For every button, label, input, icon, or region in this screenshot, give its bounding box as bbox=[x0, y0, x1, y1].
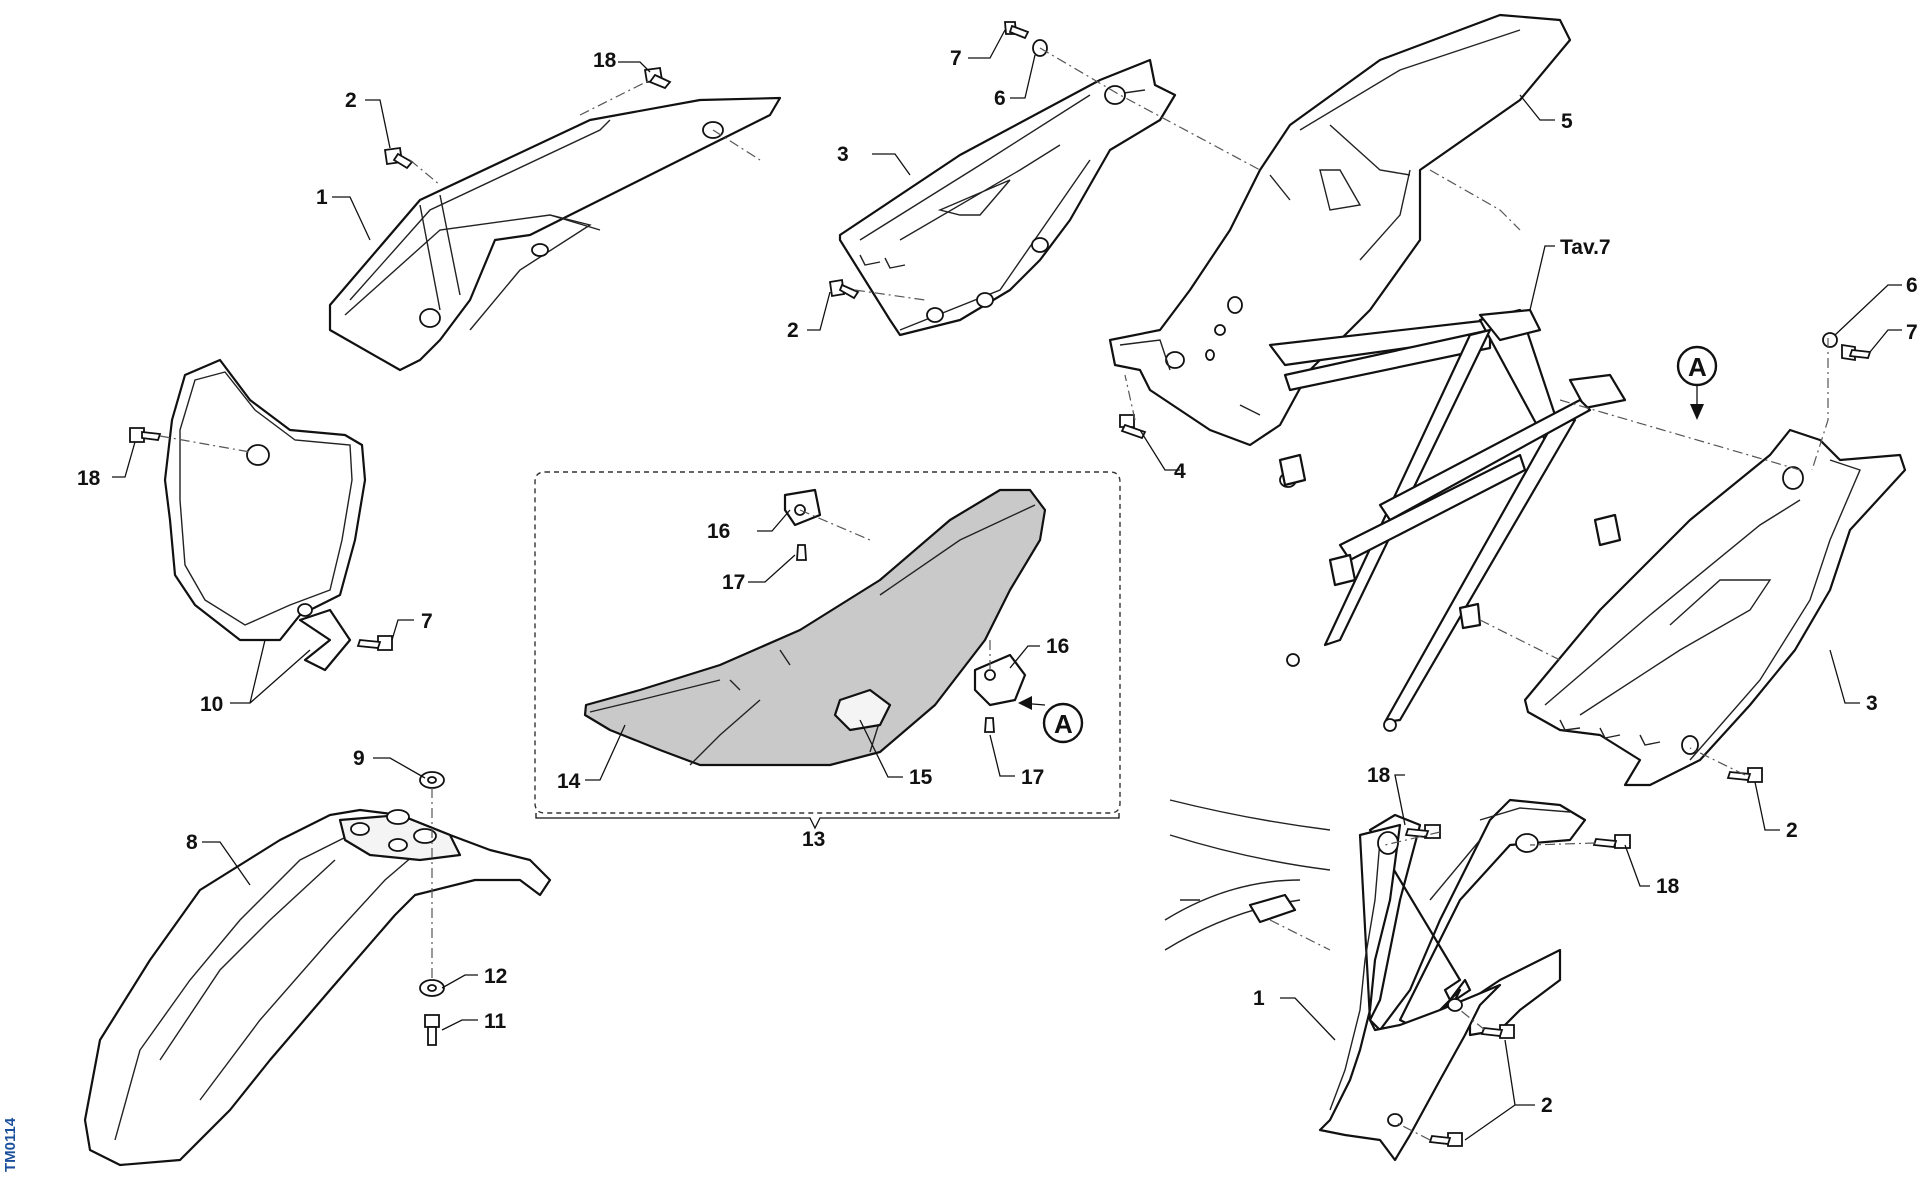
svg-text:A: A bbox=[1688, 352, 1707, 382]
callout-3-top: 3 bbox=[837, 143, 849, 166]
leader-lines bbox=[112, 29, 1902, 1141]
seat-group-13 bbox=[534, 471, 1121, 830]
callout-3-right: 3 bbox=[1866, 692, 1878, 715]
assembly-lines bbox=[159, 47, 1829, 1141]
part-number-plate bbox=[163, 358, 367, 672]
callout-4: 4 bbox=[1174, 460, 1186, 483]
callout-6-right: 6 bbox=[1906, 274, 1918, 297]
part-1-top-side-cover bbox=[328, 96, 782, 372]
drawing-code: TM0114 bbox=[2, 1117, 19, 1172]
callout-17-top: 17 bbox=[722, 571, 745, 594]
callout-15: 15 bbox=[909, 766, 933, 789]
view-reference-a-seat: A bbox=[1042, 702, 1084, 744]
callout-10: 10 bbox=[200, 693, 223, 716]
part-3-top-side-panel bbox=[838, 58, 1177, 337]
callout-7-top-center: 7 bbox=[950, 47, 962, 70]
callout-16-lower: 16 bbox=[1046, 635, 1069, 658]
table-reference-tav7: Tav.7 bbox=[1560, 236, 1611, 259]
callout-2-bottom: 2 bbox=[1541, 1094, 1553, 1117]
view-reference-a-top: A bbox=[1676, 345, 1718, 420]
callout-18-bottom-right: 18 bbox=[1656, 875, 1680, 898]
part-1-bottom-side-cover bbox=[1164, 798, 1587, 1162]
callout-18-plate: 18 bbox=[77, 467, 101, 490]
callout-11: 11 bbox=[484, 1010, 507, 1033]
callout-1-top: 1 bbox=[316, 186, 328, 209]
callout-2-center: 2 bbox=[787, 319, 799, 342]
part-5-rear-fender bbox=[1108, 13, 1572, 447]
callout-12: 12 bbox=[484, 965, 507, 988]
callout-2-right: 2 bbox=[1786, 819, 1798, 842]
callout-16-top: 16 bbox=[707, 520, 730, 543]
callout-17-lower: 17 bbox=[1021, 766, 1044, 789]
callout-1-bottom: 1 bbox=[1253, 987, 1265, 1010]
fasteners bbox=[129, 21, 1872, 1147]
part-3-right-side-panel bbox=[1523, 428, 1907, 787]
callout-9: 9 bbox=[353, 747, 365, 770]
callout-6-top-center: 6 bbox=[994, 87, 1006, 110]
callout-18-bottom-left: 18 bbox=[1367, 764, 1391, 787]
callout-13: 13 bbox=[802, 828, 825, 851]
subframe-tav7 bbox=[1268, 308, 1627, 732]
callout-7-right: 7 bbox=[1906, 321, 1918, 344]
callout-8: 8 bbox=[186, 831, 198, 854]
svg-text:A: A bbox=[1054, 709, 1073, 739]
callout-7-plate: 7 bbox=[421, 610, 433, 633]
callout-5: 5 bbox=[1561, 110, 1573, 133]
callout-14: 14 bbox=[557, 770, 581, 793]
part-8-front-fender bbox=[83, 808, 552, 1167]
callout-18-top-left: 18 bbox=[593, 49, 617, 72]
callout-2-top-left: 2 bbox=[345, 89, 357, 112]
callout-labels: 18 2 1 7 6 3 2 4 5 Tav.7 6 7 3 2 18 7 10… bbox=[77, 47, 1918, 1117]
